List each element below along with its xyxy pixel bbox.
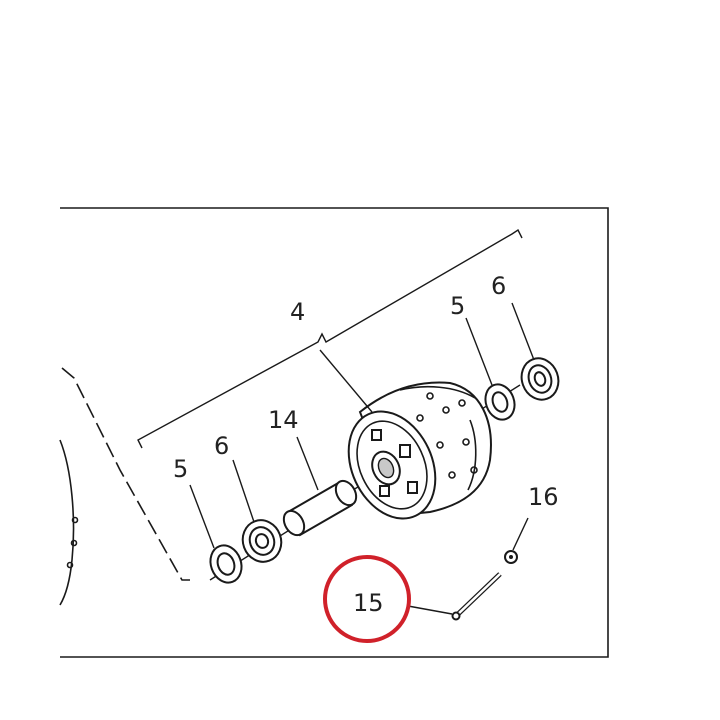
callout-bearing-left: 6 bbox=[214, 432, 229, 460]
mounting-dash-line bbox=[61, 367, 190, 581]
callout-spacer: 14 bbox=[268, 406, 299, 434]
callout-seal-left: 5 bbox=[173, 455, 188, 483]
hub-assembly bbox=[347, 381, 492, 520]
highlight-circle-icon bbox=[323, 555, 411, 643]
diagram-frame bbox=[60, 207, 609, 658]
bearing-right bbox=[520, 357, 560, 401]
assembly-bracket bbox=[137, 228, 523, 449]
spacer-tube bbox=[282, 479, 358, 537]
axle-bolt bbox=[451, 572, 502, 621]
callout-seal-right: 5 bbox=[450, 292, 465, 320]
seal-left bbox=[209, 544, 243, 584]
seal-right bbox=[484, 383, 516, 421]
callout-bearing-right: 6 bbox=[491, 272, 506, 300]
callout-axle-bolt: 15 bbox=[353, 589, 384, 617]
leader-lines bbox=[189, 302, 535, 615]
callout-hub: 4 bbox=[290, 298, 305, 326]
lock-nut bbox=[504, 550, 518, 564]
callout-nut: 16 bbox=[528, 483, 559, 511]
wheel-rim-partial bbox=[59, 439, 79, 606]
bearing-left bbox=[241, 519, 283, 563]
